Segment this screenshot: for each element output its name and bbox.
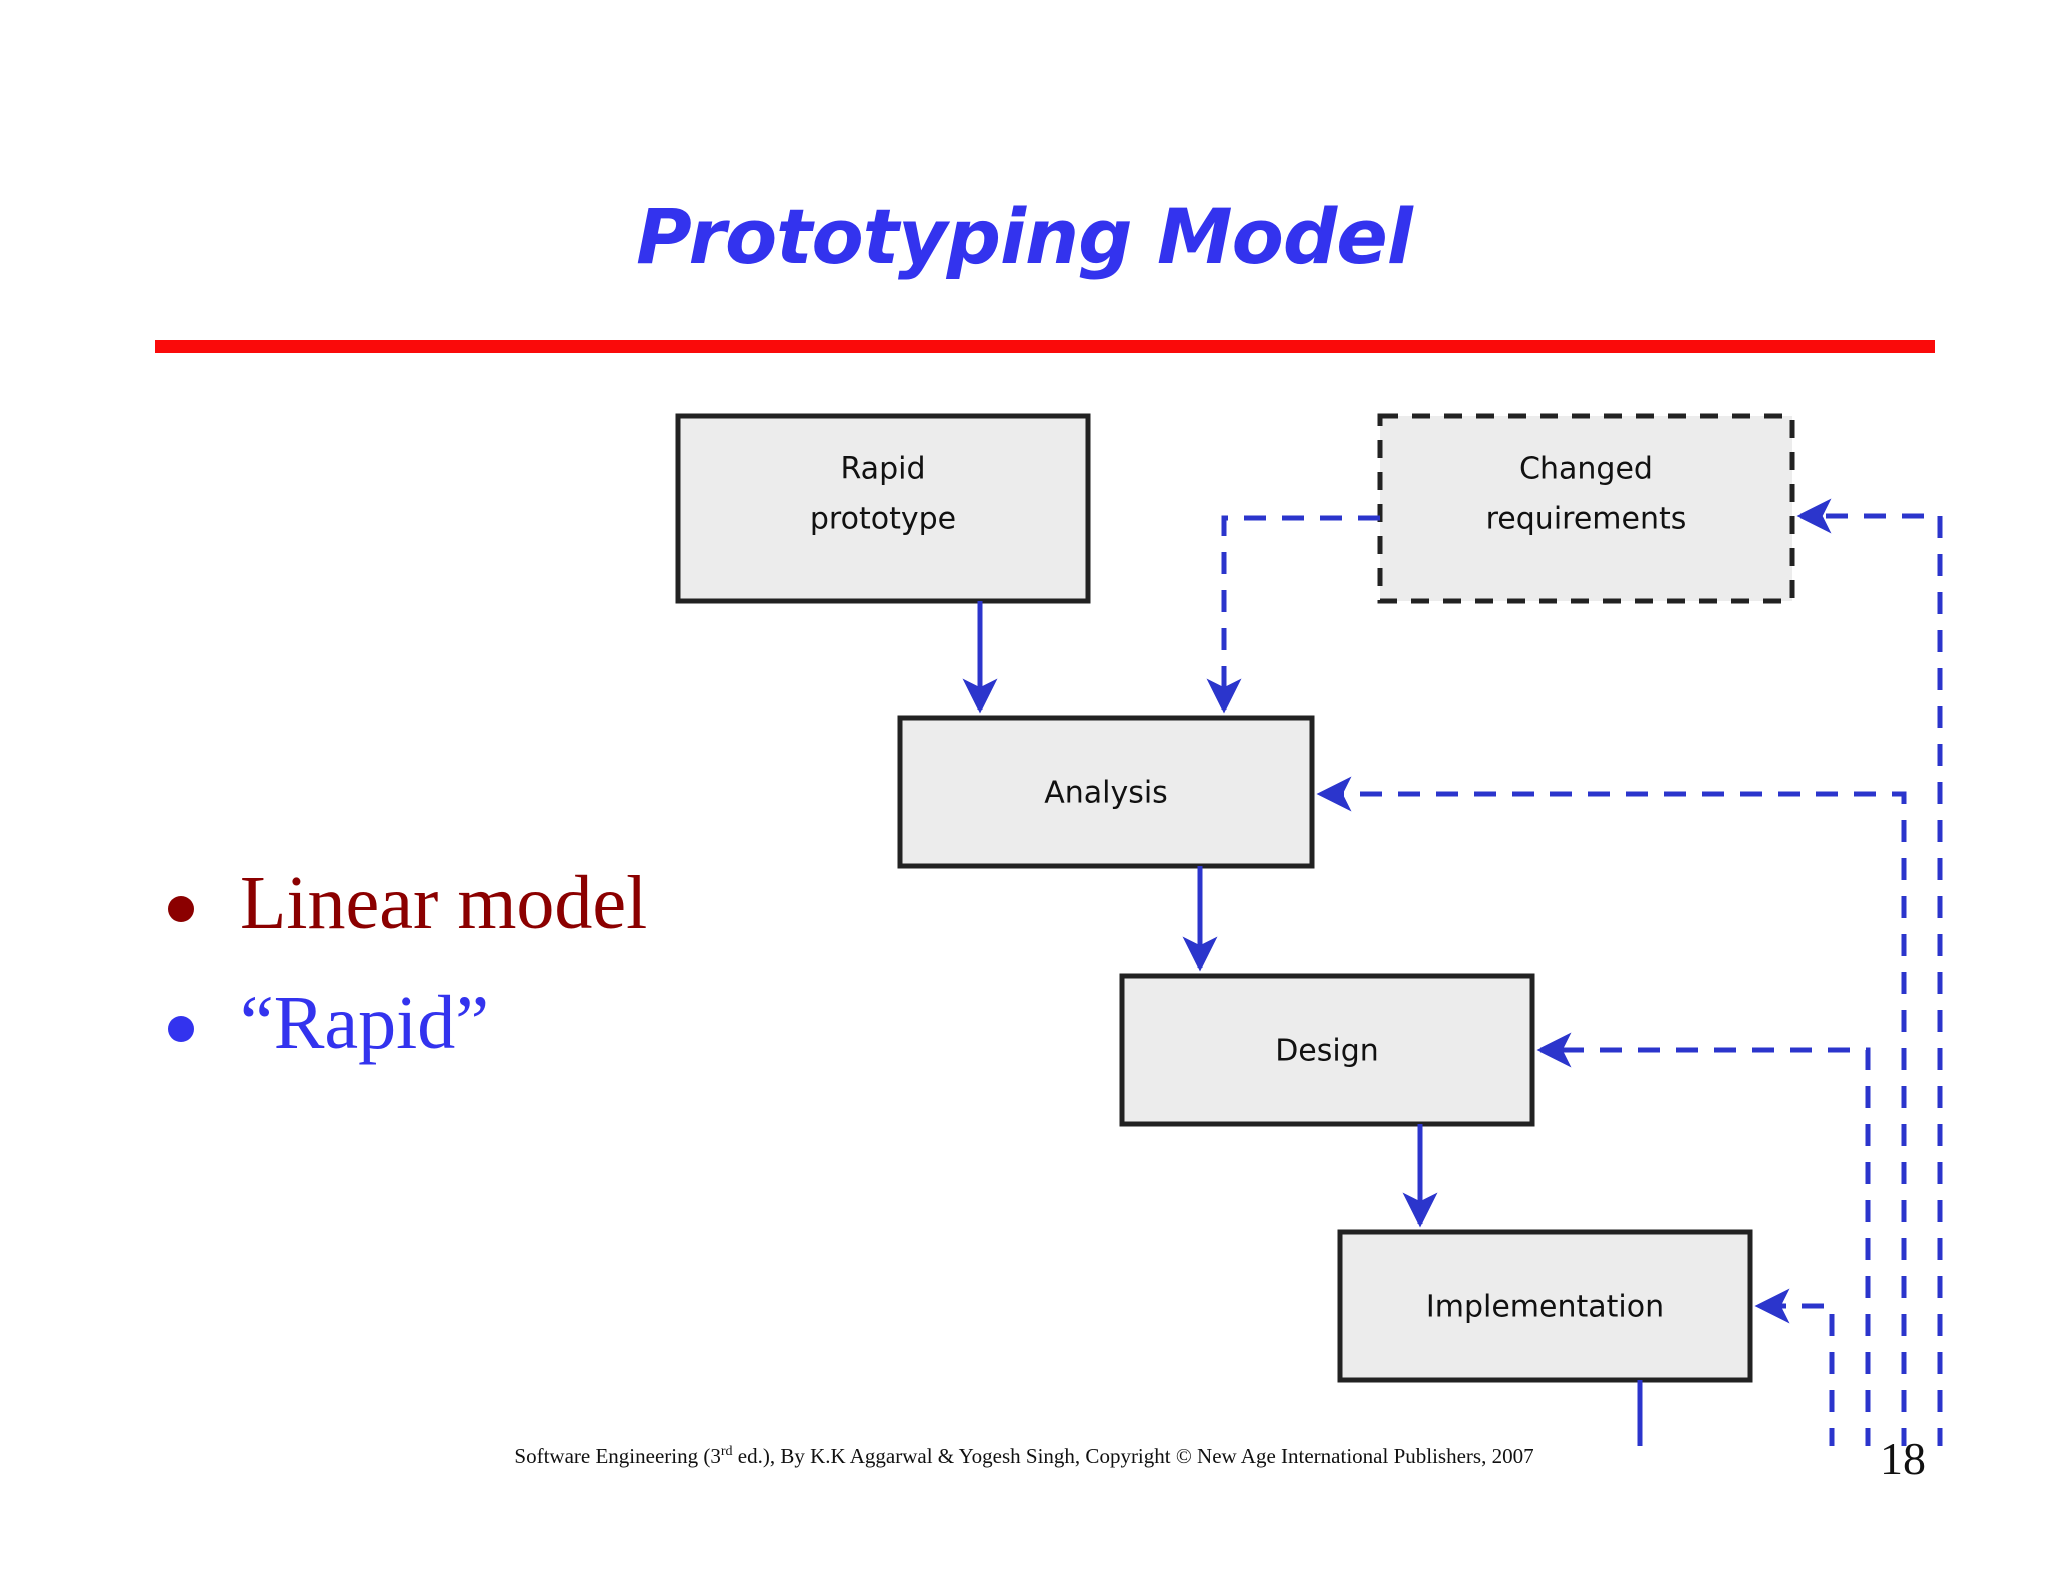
edge-changed-requirements-to-analysis <box>1206 515 1380 714</box>
node-label: Implementation <box>1426 1290 1664 1325</box>
node-label: Design <box>1275 1034 1379 1069</box>
diagram-node-implementation: Implementation <box>1337 1229 1753 1383</box>
edge-postdelivery-to-design <box>1536 1032 1871 1446</box>
footer-credit-ordinal: rd <box>720 1444 733 1459</box>
bullet-dot-icon <box>168 896 194 922</box>
list-item: “Rapid” <box>168 982 1068 1064</box>
edge-postdelivery-to-changed-requirements <box>1796 498 1943 1446</box>
node-label: Changed <box>1519 452 1653 487</box>
node-label: Rapid <box>841 452 926 487</box>
list-item: Linear model <box>168 862 1068 944</box>
edge-postdelivery-to-implementation <box>1754 1288 1835 1446</box>
bullet-dot-icon <box>168 1016 194 1043</box>
title-divider <box>155 340 1935 353</box>
node-label: prototype <box>810 502 956 537</box>
edge-postdelivery-to-analysis <box>1316 776 1907 1446</box>
node-label: Analysis <box>1044 776 1168 811</box>
footer-credit-prefix: Software Engineering (3 <box>514 1444 721 1468</box>
prototyping-model-diagram: Rapid prototype Changed requirements Ana… <box>672 398 2002 1446</box>
page-title: Prototyping Model <box>636 192 1413 281</box>
footer-credit: Software Engineering (3rd ed.), By K.K A… <box>0 1444 2048 1469</box>
page-number: 18 <box>1880 1433 1926 1484</box>
bullet-text: “Rapid” <box>240 981 490 1066</box>
footer-credit-suffix: ed.), By K.K Aggarwal & Yogesh Singh, Co… <box>732 1444 1534 1468</box>
diagram-node-rapid-prototype: Rapid prototype <box>675 413 1091 604</box>
diagram-node-analysis: Analysis <box>897 715 1315 869</box>
diagram-node-design: Design <box>1119 973 1535 1127</box>
bullet-list: Linear model “Rapid” <box>168 862 1068 1102</box>
diagram-node-changed-requirements: Changed requirements <box>1377 413 1795 604</box>
bullet-text: Linear model <box>240 861 648 945</box>
node-label: requirements <box>1486 502 1687 537</box>
